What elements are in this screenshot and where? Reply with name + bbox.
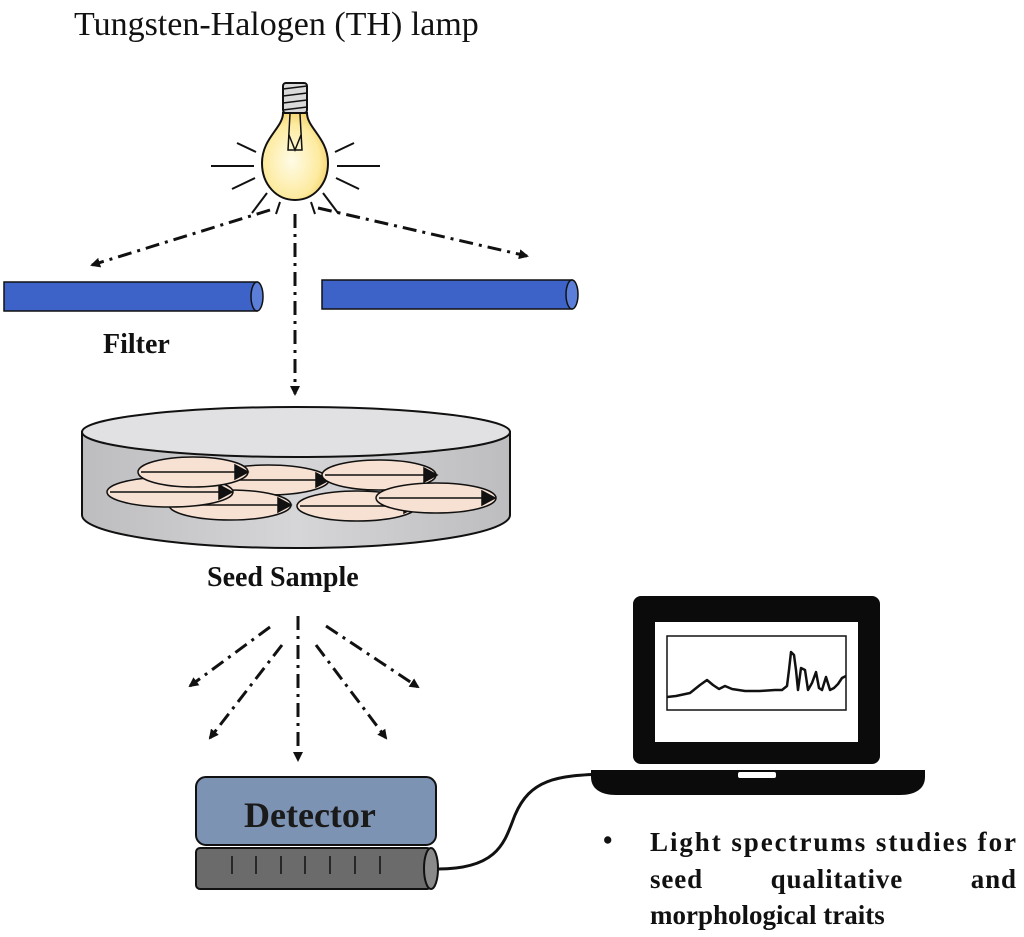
laptop-icon — [591, 596, 925, 795]
lamp-rays — [90, 206, 529, 396]
seed-grain — [375, 482, 497, 514]
detector-device — [195, 776, 439, 890]
note-line-3: morphological traits — [650, 900, 885, 930]
lamp-bulb-icon — [211, 82, 380, 215]
note-bullet: • — [603, 825, 612, 855]
seed-grains — [106, 456, 497, 522]
seed-sample-label: Seed Sample — [207, 562, 359, 593]
note-line-1: Light spectrums studies for — [650, 827, 1016, 857]
seed-grain — [321, 459, 439, 491]
seed-grain — [137, 456, 250, 488]
filter-right-bar — [321, 279, 579, 310]
filter-label: Filter — [103, 329, 170, 360]
reflected-rays — [188, 616, 420, 762]
spectrum-note: • Light spectrums studies for seed quali… — [603, 825, 1016, 930]
filter-left-bar — [3, 281, 264, 312]
lamp-title: Tungsten-Halogen (TH) lamp — [74, 6, 479, 43]
note-line-2: seed qualitative and — [650, 864, 1016, 894]
detector-cable — [437, 772, 609, 871]
detector-label: Detector — [244, 795, 376, 835]
spectrum-line — [666, 650, 847, 699]
